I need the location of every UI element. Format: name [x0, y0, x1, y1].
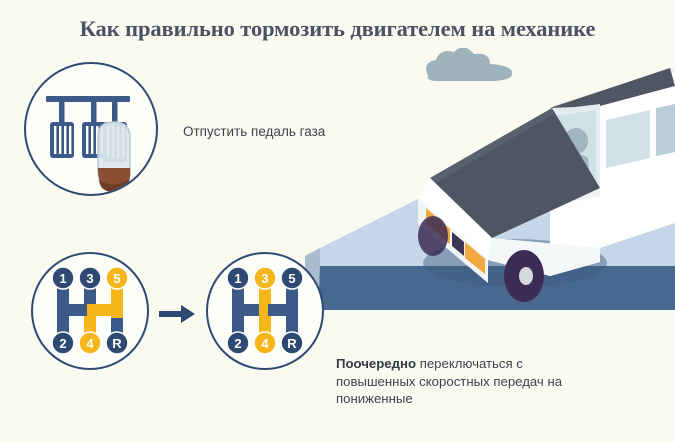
gear-label-2: 2 [234, 336, 241, 351]
rear-window [606, 110, 650, 168]
gear-node-2: 2 [51, 331, 75, 355]
gear-node-1: 1 [51, 266, 75, 290]
gear-gate-right [87, 304, 123, 316]
car-hood [430, 108, 600, 238]
caption-downshift-bold: Поочередно [336, 356, 417, 371]
license-plate [452, 232, 464, 256]
pedal-bar [46, 96, 130, 102]
gear-label-R: R [112, 336, 122, 351]
gear-label-2: 2 [59, 336, 66, 351]
gear-label-3: 3 [261, 271, 268, 286]
gear-node-4: 4 [253, 331, 277, 355]
gear-node-5: 5 [105, 266, 129, 290]
gear-node-1: 1 [226, 266, 250, 290]
gear-node-4: 4 [78, 331, 102, 355]
scene-illustration [300, 48, 675, 338]
gear-node-3: 3 [78, 266, 102, 290]
cloud-shape [426, 48, 513, 81]
gear-node-5: 5 [280, 266, 304, 290]
caption-downshift: Поочередно переключаться с повышенных ск… [336, 355, 596, 408]
rear-wheel [418, 216, 448, 256]
gear-node-3: 3 [253, 266, 277, 290]
gear-node-R: R [280, 331, 304, 355]
pedals-icon [46, 96, 131, 192]
gear-label-5: 5 [113, 271, 120, 286]
gear-label-4: 4 [86, 336, 94, 351]
gear-node-2: 2 [226, 331, 250, 355]
page-title: Как правильно тормозить двигателем на ме… [79, 16, 596, 41]
arrow-right-icon [157, 303, 197, 325]
rear-quarter-window [656, 104, 675, 156]
gear-gate-right [268, 304, 298, 316]
headlight-right [465, 242, 485, 274]
car-roof [550, 68, 675, 108]
car-illustration [418, 68, 675, 302]
gear-label-R: R [287, 336, 297, 351]
gear-label-1: 1 [59, 271, 66, 286]
pedals-illustration-circle [24, 62, 158, 196]
front-wheel [504, 250, 544, 302]
gear-shift-icon-low: 1 3 5 2 4 R [226, 266, 304, 355]
gear-node-R: R [105, 331, 129, 355]
gear-pattern-low-circle: 1 3 5 2 4 R [206, 252, 324, 370]
gear-gate-left [232, 304, 262, 316]
gear-label-3: 3 [86, 271, 93, 286]
gear-label-4: 4 [261, 336, 269, 351]
gear-label-1: 1 [234, 271, 241, 286]
gear-pattern-high-circle: 1 3 5 2 4 R [31, 252, 149, 370]
clutch-pedal [50, 122, 74, 158]
gear-gate-left [57, 304, 87, 316]
foot-shoe-icon [97, 121, 131, 192]
caption-release-accelerator: Отпустить педаль газа [183, 124, 326, 139]
gear-shift-icon-high: 1 3 5 2 4 R [51, 266, 129, 355]
gear-label-5: 5 [288, 271, 295, 286]
caption-downshift-rest: переключаться с повышенных скоростных пе… [336, 356, 563, 406]
